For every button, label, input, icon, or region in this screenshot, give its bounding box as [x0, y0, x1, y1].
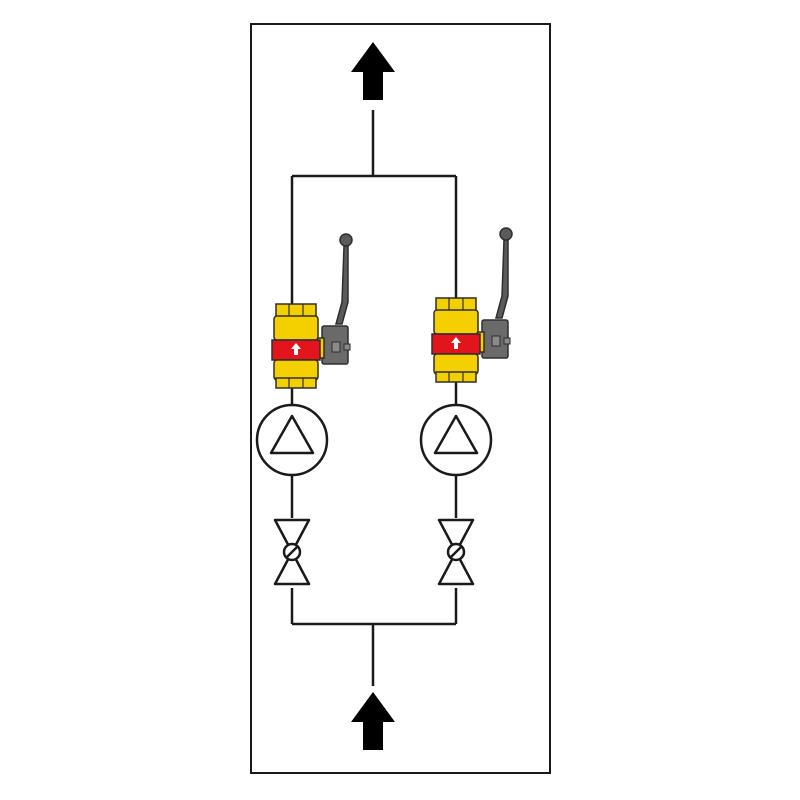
piping: [290, 110, 458, 686]
pump-left-icon: [255, 403, 329, 477]
frame-border: [250, 23, 551, 774]
pump-right-icon: [419, 403, 493, 477]
